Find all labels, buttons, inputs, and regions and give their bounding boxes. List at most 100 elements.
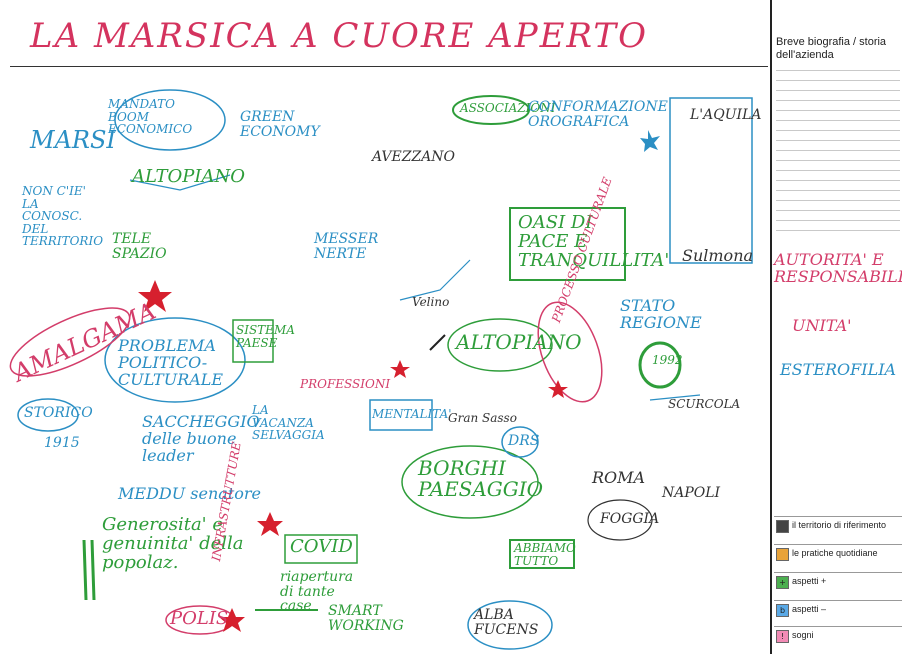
legend-label: le pratiche quotidiane	[792, 548, 878, 558]
note-storico: STORICO	[24, 405, 93, 421]
arrow-dove	[399, 259, 471, 301]
note-generosita: Generosita' e genuinita' della popolaz.	[102, 514, 244, 573]
box-covid	[284, 534, 358, 564]
bio-line	[776, 210, 900, 211]
bubble-drs	[501, 426, 539, 458]
arrow-blue-icon	[640, 130, 660, 152]
note-abbiamo: ABBIAMO TUTTO	[514, 541, 576, 568]
bio-line	[776, 90, 900, 91]
bio-line	[776, 70, 900, 71]
note-laquila: L'AQUILA	[690, 107, 762, 123]
bio-line	[776, 190, 900, 191]
note-sulmona: Sulmona	[682, 246, 754, 265]
bio-line	[776, 150, 900, 151]
note-polis: POLIS	[170, 608, 229, 629]
note-roma: ROMA	[592, 468, 646, 487]
note-borghi: BORGHI PAESAGGIO	[418, 456, 544, 501]
arrow-velino	[429, 334, 446, 351]
note-smart: SMART WORKING	[328, 603, 404, 634]
note-meddu: MEDDU senatore	[118, 484, 261, 503]
mind-map-board: LA MARSICA A CUORE APERTO	[9, 16, 768, 650]
bio-line	[776, 230, 900, 231]
bubble-associazioni	[452, 95, 530, 125]
note-drs: DRS	[508, 433, 540, 449]
note-marsi: MARSI	[30, 126, 116, 154]
bubble-alba-fucens	[467, 600, 553, 650]
legend-swatch	[776, 520, 789, 533]
star-icon	[219, 608, 245, 632]
box-sistema	[232, 319, 274, 363]
box-laquila	[669, 97, 753, 264]
note-gran-sasso: Gran Sasso	[448, 411, 517, 425]
note-green: GREEN ECONOMY	[240, 109, 320, 140]
note-altopiano-center: ALTOPIANO	[456, 330, 582, 354]
doodle-layer	[9, 89, 753, 650]
bubble-1992	[638, 341, 682, 389]
note-oasi: OASI DI PACE E TRANQUILLITA'	[518, 212, 670, 271]
bio-line	[776, 160, 900, 161]
bubble-mandato	[114, 89, 226, 151]
double-bar	[82, 539, 96, 601]
box-oasi	[509, 207, 626, 281]
bio-line	[776, 100, 900, 101]
bubble-problema	[104, 317, 246, 403]
legend-swatch: b	[776, 604, 789, 617]
arrow-sulmona	[649, 394, 701, 401]
bio-line	[776, 140, 900, 141]
bio-title: Breve biografia / storia dell'azienda	[776, 36, 887, 62]
legend-row: +aspetti +	[774, 572, 902, 591]
legend-label: aspetti +	[792, 576, 827, 586]
star-icon	[390, 360, 410, 378]
note-1915: 1915	[44, 435, 80, 451]
bubble-processo	[537, 301, 603, 403]
legend-swatch: !	[776, 630, 789, 643]
bio-line	[776, 120, 900, 121]
note-velino: Velino	[412, 295, 450, 309]
bubble-storico	[17, 398, 79, 432]
bio-line	[776, 130, 900, 131]
note-vacanza: LA VACANZA SELVAGGIA	[252, 403, 325, 443]
note-mentalita: MENTALITA'	[372, 407, 452, 421]
note-scurcola: SCURCOLA	[668, 397, 741, 411]
note-saccheggio: SACCHEGGIO delle buone leader	[142, 412, 260, 465]
panel-divider	[770, 0, 772, 654]
bio-line	[776, 180, 900, 181]
page-title: LA MARSICA A CUORE APERTO	[30, 16, 648, 56]
note-mandato-boom: MANDATO BOOM ECONOMICO	[108, 97, 193, 137]
legend-row: !sogni	[774, 626, 902, 645]
box-abbiamo	[509, 539, 575, 569]
legend-swatch: +	[776, 576, 789, 589]
legend-label: aspetti –	[792, 604, 827, 614]
note-messer: MESSER NERTE	[314, 231, 379, 262]
title-underline	[10, 66, 768, 67]
note-1992: 1992	[652, 353, 683, 367]
legend-row: il territorio di riferimento	[774, 516, 902, 535]
note-sistema: SISTEMA PAESE	[236, 323, 295, 350]
star-icon	[257, 512, 283, 536]
note-avezzano: AVEZZANO	[372, 149, 456, 165]
note-professioni: PROFESSIONI	[300, 377, 391, 391]
note-foggia: FOGGIA	[600, 511, 660, 527]
sidebar-panel: Breve biografia / storia dell'azienda AU…	[772, 0, 902, 654]
legend-label: sogni	[792, 630, 814, 640]
bio-line	[776, 170, 900, 171]
legend-row: le pratiche quotidiane	[774, 544, 902, 563]
bubble-amalgama	[9, 307, 131, 377]
note-riapertura: riapertura di tante case	[280, 569, 354, 615]
bio-line	[776, 200, 900, 201]
bio-line	[776, 220, 900, 221]
bubble-borghi	[401, 445, 539, 519]
note-esterofilia: ESTEROFILIA	[780, 360, 897, 379]
bio-line	[776, 80, 900, 81]
note-stato-regione: STATO REGIONE	[620, 296, 702, 332]
legend-swatch	[776, 548, 789, 561]
note-unita: UNITA'	[792, 316, 852, 335]
note-autorita: AUTORITA' E RESPONSABILITA'	[774, 250, 902, 286]
legend-label: il territorio di riferimento	[792, 520, 887, 530]
star-icon	[548, 380, 568, 398]
note-problema: PROBLEMA POLITICO-CULTURALE	[118, 336, 224, 389]
bio-line	[776, 110, 900, 111]
note-altopiano-left: ALTOPIANO	[132, 166, 245, 187]
bubble-foggia	[587, 499, 653, 541]
